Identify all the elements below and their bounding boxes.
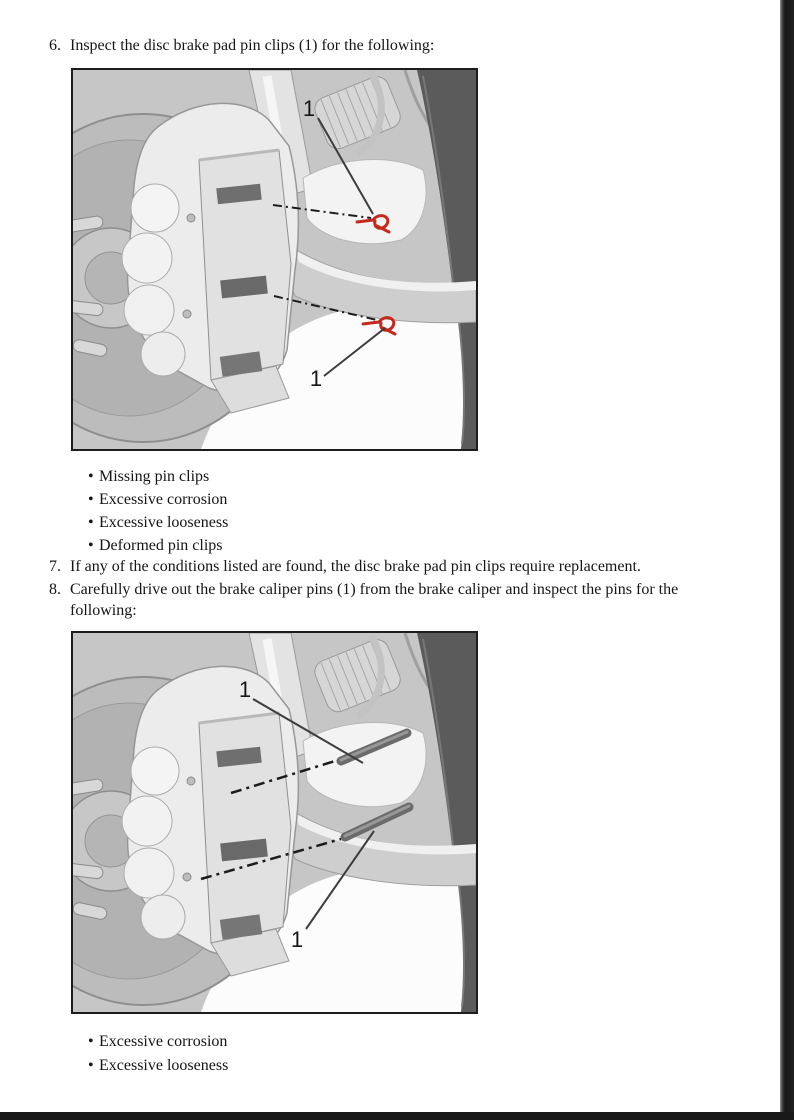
callout-leader-bottom <box>305 830 375 930</box>
figure-caliper-pins: 1 1 <box>71 631 478 1014</box>
step-7-text: If any of the conditions listed are foun… <box>70 558 641 575</box>
step-6-text: Inspect the disc brake pad pin clips (1)… <box>70 37 435 54</box>
step-8-text-line2: following: <box>70 602 137 619</box>
step-8-text-line1: Carefully drive out the brake caliper pi… <box>70 581 679 598</box>
callout-1-bottom: 1 <box>291 927 303 952</box>
ground-area <box>201 865 476 1012</box>
suspension-strut <box>248 633 447 764</box>
callout-leader-top <box>252 698 364 764</box>
page-bottom-edge <box>0 1112 794 1120</box>
list-item: Excessive corrosion <box>99 1033 228 1050</box>
ground-area <box>201 302 476 449</box>
figure-pad-pin-clips: 1 1 <box>71 68 478 451</box>
brake-caliper <box>121 665 300 977</box>
list-item: Deformed pin clips <box>99 537 223 554</box>
bullet-icon: • <box>88 1057 94 1074</box>
bullet-icon: • <box>88 1033 94 1050</box>
dashed-leader-lines <box>272 204 378 321</box>
knuckle-area <box>302 722 427 808</box>
pad-pin-clips-illustration: 1 1 <box>73 70 476 449</box>
pad-pin-clips-highlight <box>355 214 397 336</box>
bullet-icon: • <box>88 491 94 508</box>
page-right-edge <box>780 0 794 1120</box>
bullet-icon: • <box>88 514 94 531</box>
brake-caliper <box>121 102 300 414</box>
list-item: Excessive looseness <box>99 1057 229 1074</box>
caliper-pins-illustration: 1 1 <box>73 633 476 1012</box>
step-6-number: 6. <box>49 37 61 54</box>
knuckle-area <box>302 159 427 245</box>
bullet-icon: • <box>88 468 94 485</box>
list-item: Missing pin clips <box>99 468 210 485</box>
callout-leader-bottom <box>323 327 386 377</box>
step-8-number: 8. <box>49 581 61 598</box>
step-7-number: 7. <box>49 558 61 575</box>
bullet-icon: • <box>88 537 94 554</box>
callout-1-top: 1 <box>239 677 251 702</box>
callout-1-top: 1 <box>303 96 315 121</box>
dashed-leader-lines <box>200 759 342 881</box>
list-item: Excessive corrosion <box>99 491 228 508</box>
list-item: Excessive looseness <box>99 514 229 531</box>
callout-leader-top <box>317 117 374 215</box>
callout-1-bottom: 1 <box>310 366 322 391</box>
